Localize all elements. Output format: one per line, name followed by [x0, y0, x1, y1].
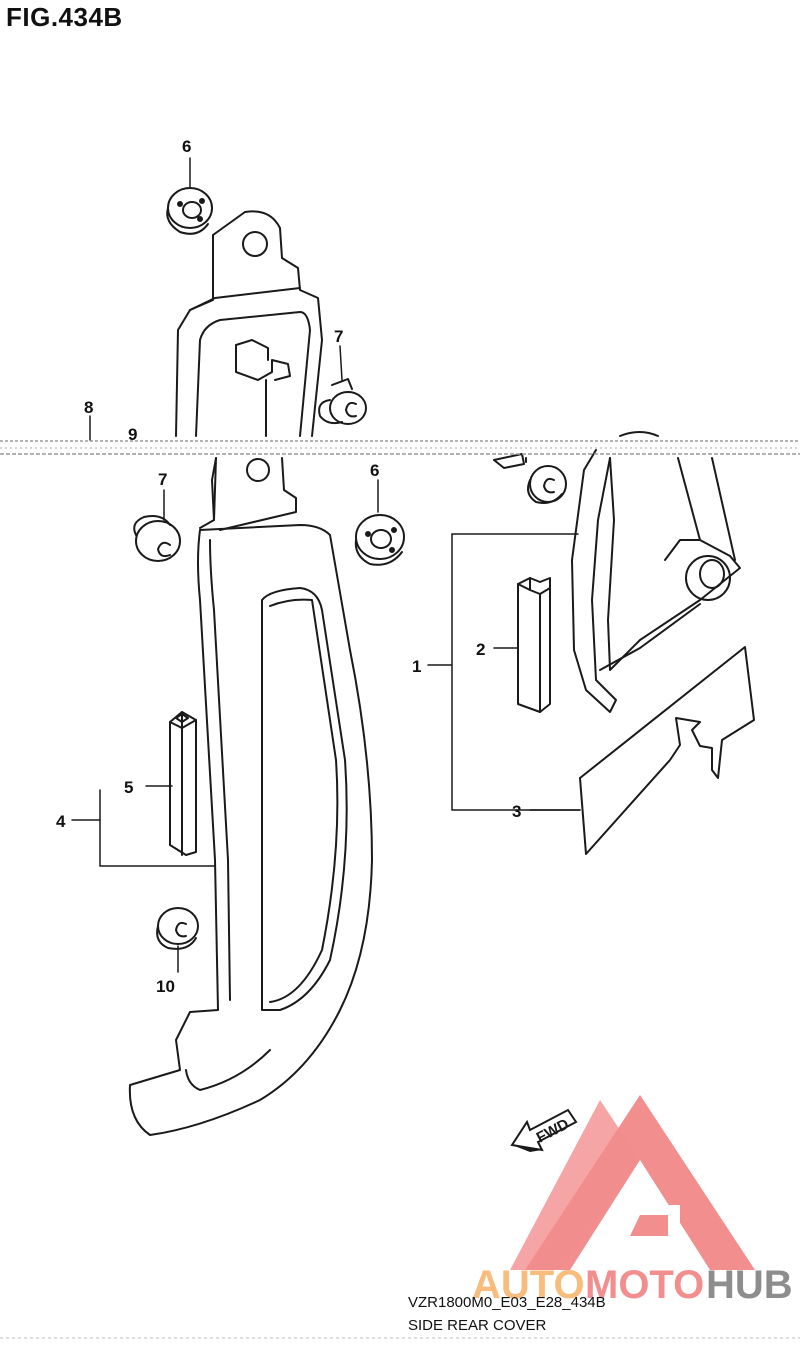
clip-part-5 [169, 711, 197, 856]
bracket-lower [199, 457, 297, 531]
callout-7-left: 7 [158, 470, 167, 489]
side-cover-4 [128, 524, 373, 1136]
figure-name: SIDE REAR COVER [408, 1317, 547, 1334]
automotohub-logo: AUTO MOTO HUB [472, 1095, 793, 1307]
bracket-upper [175, 210, 323, 437]
callout-3: 3 [512, 802, 521, 821]
grommet-right-upper [527, 465, 567, 504]
callout-7-top: 7 [334, 327, 343, 346]
callout-6-right: 6 [370, 461, 379, 480]
logo-text-moto: MOTO [585, 1263, 704, 1307]
model-code: VZR1800M0_E03_E28_434B [408, 1294, 606, 1311]
grommet-7-top [318, 378, 367, 425]
callout-6-top: 6 [182, 137, 191, 156]
grommet-10 [156, 907, 199, 950]
grommet-6-top [166, 187, 213, 235]
callout-5: 5 [124, 778, 133, 797]
clip-part-2 [517, 577, 551, 713]
break-band [0, 440, 800, 1339]
grommet-7-left [133, 515, 181, 562]
callout-9: 9 [128, 425, 137, 444]
callout-10: 10 [156, 977, 175, 996]
leader-lines [71, 157, 581, 973]
callout-4: 4 [56, 812, 66, 831]
callout-2: 2 [476, 640, 485, 659]
logo-text-hub: HUB [706, 1263, 793, 1307]
callout-1: 1 [412, 657, 421, 676]
callout-labels: 6 7 8 9 7 6 1 2 3 4 5 10 [56, 137, 521, 996]
logo-text-auto: AUTO [472, 1263, 585, 1307]
cover-assembly-1 [493, 431, 741, 713]
figure-title: FIG.434B [6, 2, 123, 32]
grommet-6-right [354, 514, 405, 566]
pad-part-3 [579, 646, 755, 855]
callout-8: 8 [84, 398, 93, 417]
forward-arrow: FWD [510, 1108, 578, 1152]
